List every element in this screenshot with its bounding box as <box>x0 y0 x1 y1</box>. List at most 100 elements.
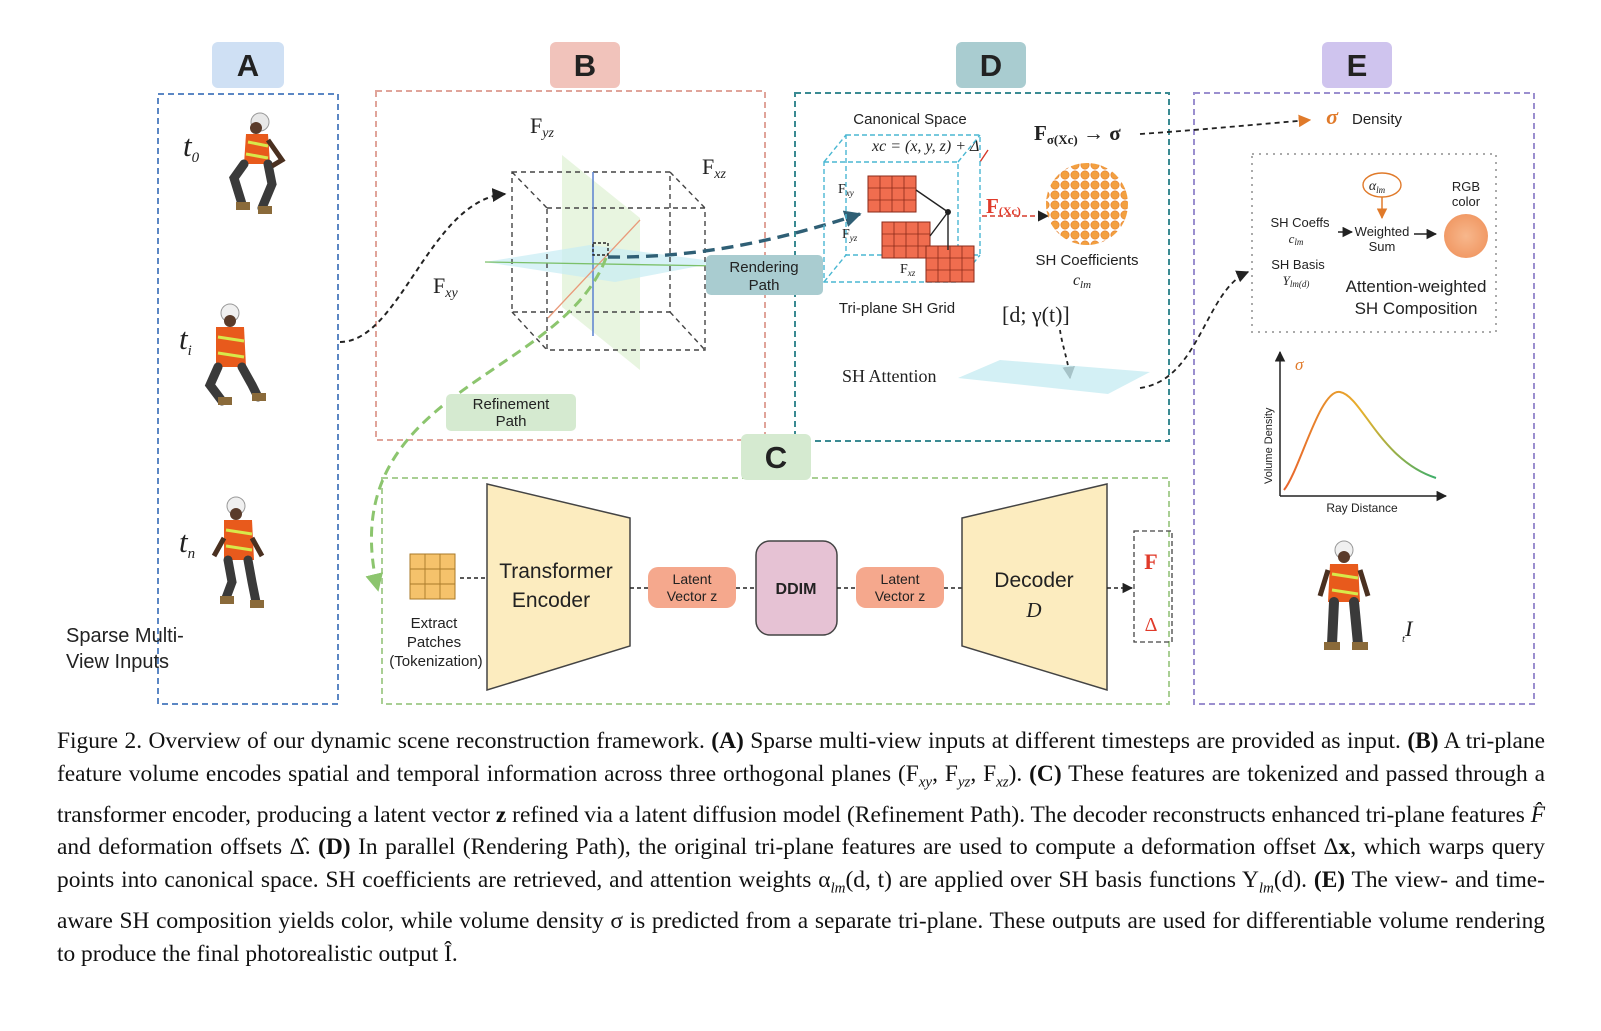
caption-c-text1: These features are tokenized and passed … <box>57 760 1545 828</box>
plane-label-fxz: Fxz <box>702 154 726 182</box>
latent-b-line2: Vector z <box>875 588 926 604</box>
output-delta-hat: Δ <box>1145 614 1158 636</box>
caption-d-x: x <box>1338 834 1351 861</box>
plot-x-label: Ray Distance <box>1326 501 1398 515</box>
alpha-label: αlm <box>1369 179 1386 195</box>
density-sigma: σ <box>1326 104 1339 129</box>
output-f-hat: F <box>1144 549 1157 574</box>
panel-a-letter: A <box>237 48 259 83</box>
caption-b-c1: , F <box>932 760 958 787</box>
caption-d-text3: (d, t) are applied over SH basis functio… <box>845 867 1259 894</box>
rendering-path-arrow <box>607 210 862 259</box>
panel-e-letter: E <box>1347 48 1368 83</box>
panel-e-frame <box>1193 92 1535 705</box>
output-worker-figure <box>1317 540 1371 650</box>
caption-c-f: F̂ <box>1530 801 1545 828</box>
canonical-equation: xc = (x, y, z) + Δ <box>871 138 979 155</box>
grid-label-fxy: Fxy <box>838 182 854 198</box>
panel-d-letter: D <box>980 48 1002 83</box>
sh-grid-xy <box>867 175 917 213</box>
sh-coeffs-label-line1: SH Coeffs <box>1270 215 1330 230</box>
panel-c-letter: C <box>765 440 787 475</box>
ddim-label: DDIM <box>776 581 817 598</box>
decoder-label-line1: Decoder <box>994 569 1073 592</box>
caption-e-text: The view- and time-aware SH composition … <box>57 867 1545 967</box>
worker-figure-ti <box>204 303 266 406</box>
caption-a-tag: (A) <box>711 728 744 754</box>
latent-vector-b: Latent Vector z <box>856 567 944 608</box>
caption-b-xz: xz <box>996 774 1009 791</box>
sh-attention-plane <box>958 360 1150 394</box>
caption-d-lm: lm <box>830 880 846 897</box>
grid-label-fxz: Fxz <box>900 262 916 278</box>
caption-a-text: Sparse multi-view inputs at different ti… <box>743 728 1408 754</box>
plane-label-fyz: Fyz <box>530 113 554 141</box>
panel-e-tag: E <box>1322 42 1392 88</box>
sh-basis-label-line1: SH Basis <box>1271 257 1325 272</box>
panel-c-tag: C <box>741 434 811 480</box>
refinement-path-badge: Refinement Path <box>446 394 576 431</box>
timestep-label-tn: tn <box>179 524 195 562</box>
grid-label-fyz: Fyz <box>842 227 858 243</box>
encoder-label-line1: Transformer <box>499 560 613 583</box>
caption-c-text2: refined via a latent diffusion model (Re… <box>506 801 1531 828</box>
clm-label: clm <box>1073 272 1091 291</box>
weighted-sum-line1: Weighted <box>1355 224 1410 239</box>
grid-sampling-lines <box>915 189 949 250</box>
d-gamma-label: [d; γ(t)] <box>1002 302 1070 327</box>
caption-intro: Overview of our dynamic scene reconstruc… <box>142 728 712 754</box>
latent-a-line1: Latent <box>673 571 712 587</box>
caption-b-tag: (B) <box>1407 728 1439 754</box>
extract-label-line1: Extract <box>411 615 459 632</box>
output-image-label: tI <box>1402 616 1414 645</box>
sh-coeffs-label-line2: clm <box>1289 231 1304 247</box>
figure-caption: Figure 2. Overview of our dynamic scene … <box>57 725 1545 971</box>
sh-grid-xz <box>925 245 975 283</box>
canonical-space-label: Canonical Space <box>853 111 966 128</box>
decoder-block <box>961 483 1108 692</box>
f-xc-label: F(Xc) <box>986 194 1021 218</box>
framework-diagram: A B D C E t0 <box>66 42 1535 705</box>
refinement-path-label-line2: Path <box>496 413 527 430</box>
plane-label-fxy: Fxy <box>433 273 458 301</box>
sh-basis-label-line2: Ylm(d) <box>1283 273 1310 289</box>
rgb-label-line1: RGB <box>1452 179 1480 194</box>
rgb-color-swatch <box>1444 214 1488 258</box>
caption-e-tag: (E) <box>1313 867 1346 894</box>
extract-label-line2: Patches <box>407 634 461 651</box>
caption-c-text3: and deformation offsets <box>57 834 290 861</box>
attention-composition-line2: SH Composition <box>1355 299 1478 318</box>
attention-composition-line1: Attention-weighted <box>1346 277 1487 296</box>
caption-c-tag: (C) <box>1029 760 1062 787</box>
rendering-path-label-line2: Path <box>749 277 780 294</box>
delta-red-arrow <box>979 149 989 163</box>
arrow-inputs-to-triplane <box>339 188 507 343</box>
caption-d-lm2: lm <box>1258 880 1274 897</box>
worker-figure-t0 <box>229 112 286 214</box>
rgb-label-line2: color <box>1452 194 1481 209</box>
arrow-sigma-to-density <box>1139 114 1312 135</box>
f-sigma-label: Fσ(Xc) → σ <box>1034 121 1121 147</box>
sample-point <box>945 209 951 215</box>
caption-d-tag: (D) <box>318 834 351 861</box>
plot-y-label: Volume Density <box>1263 407 1275 484</box>
arrow-dgamma-to-attention <box>1059 329 1076 380</box>
caption-b-yz: yz <box>957 774 971 791</box>
worker-figure-tn <box>211 496 265 608</box>
caption-c-z: z <box>495 801 507 828</box>
timestep-label-ti: ti <box>179 321 192 359</box>
caption-d-text4: (d). <box>1273 867 1314 894</box>
ddim-block: DDIM <box>755 540 838 636</box>
panel-a-frame <box>157 93 339 705</box>
latent-a-line2: Vector z <box>667 588 718 604</box>
decoder-label-line2: D <box>1025 598 1041 622</box>
caption-c-end: . <box>304 834 319 861</box>
caption-c-delta: Δ̂ <box>289 834 305 861</box>
latent-b-line1: Latent <box>881 571 920 587</box>
caption-fig: Figure 2. <box>57 728 143 754</box>
sh-coefficients-label: SH Coefficients <box>1035 252 1138 269</box>
rendering-path-badge: Rendering Path <box>706 255 823 295</box>
inputs-label-line2: View Inputs <box>66 651 169 673</box>
panel-b-letter: B <box>574 48 596 83</box>
sh-grid-yz <box>881 221 931 259</box>
